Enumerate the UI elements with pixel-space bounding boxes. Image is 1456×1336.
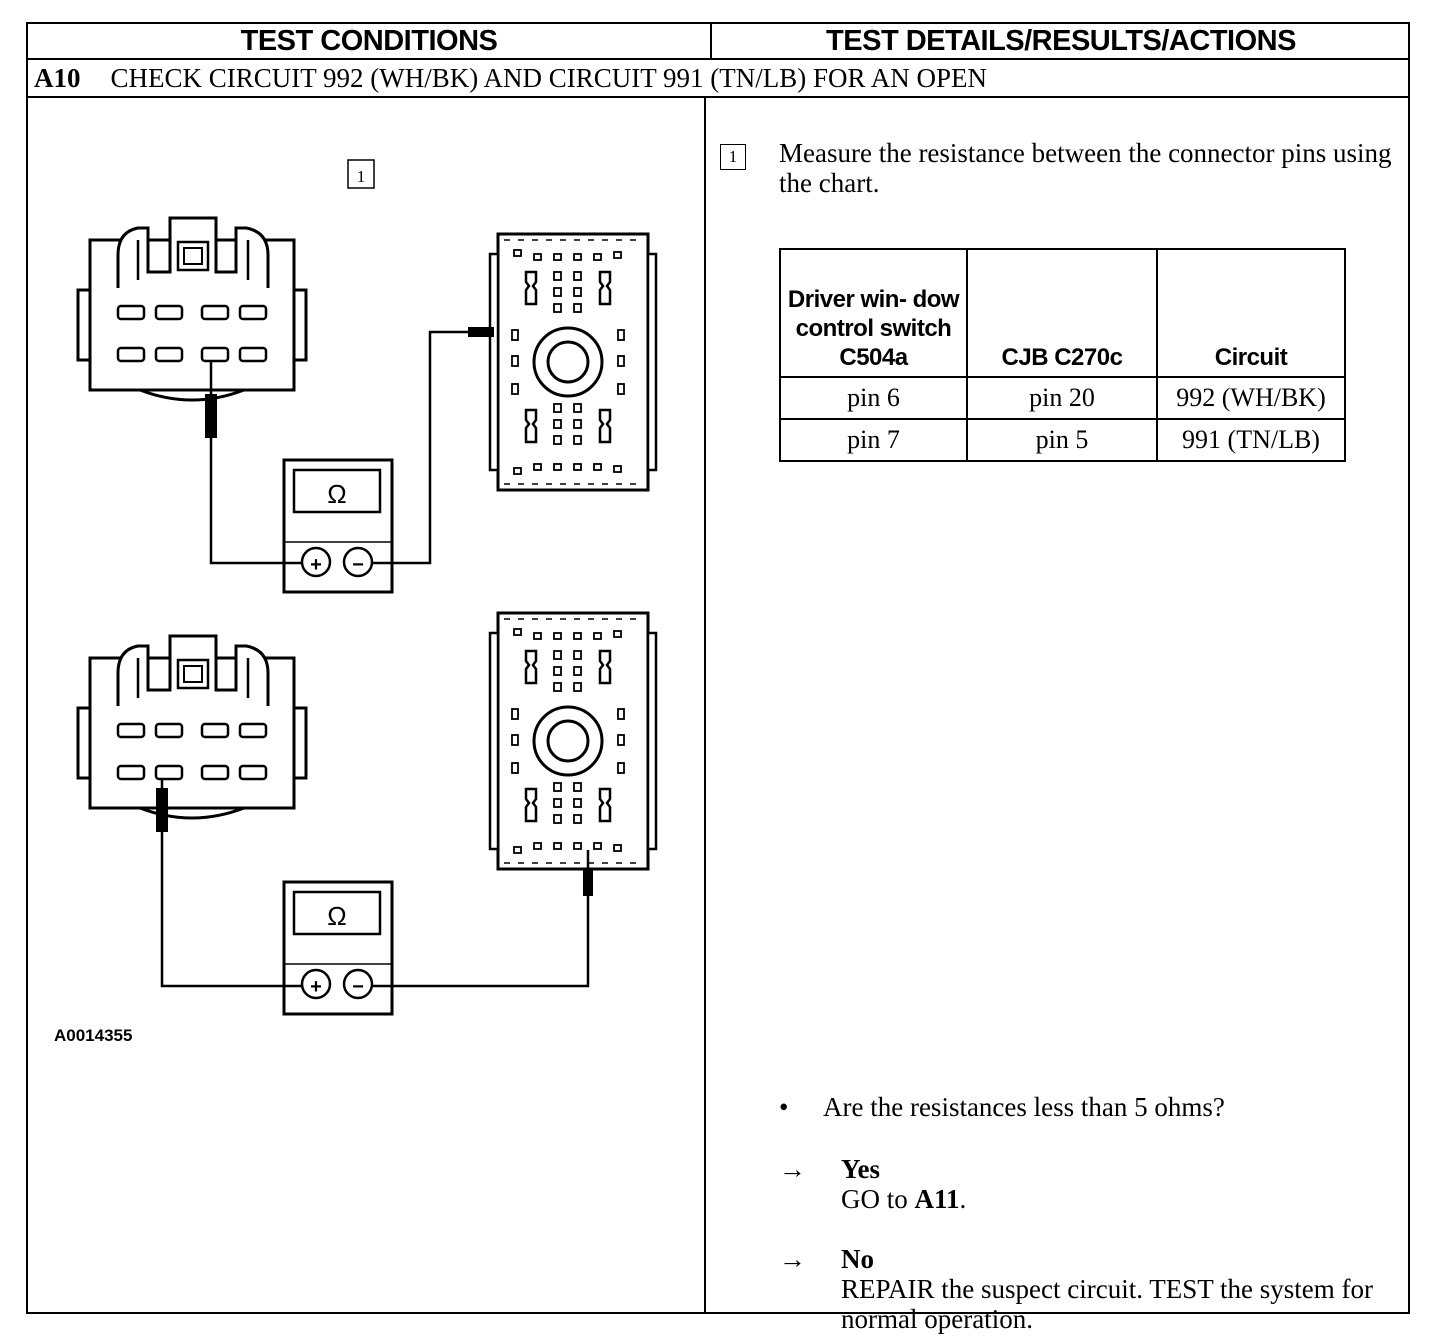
- step-id: A10: [34, 63, 81, 93]
- step-title: CHECK CIRCUIT 992 (WH/BK) AND CIRCUIT 99…: [110, 63, 988, 93]
- probe-tip: [583, 868, 593, 896]
- plus-terminal: +: [310, 976, 322, 998]
- table-cell: pin 6: [779, 376, 968, 420]
- ohm-symbol: Ω: [327, 479, 346, 509]
- header-test-details: TEST DETAILS/RESULTS/ACTIONS: [826, 25, 1296, 57]
- rule-line: [28, 58, 1408, 60]
- test-details-column: 1 Measure the resistance between the con…: [706, 98, 1410, 1334]
- column-divider: [704, 98, 706, 1314]
- result-question: • Are the resistances less than 5 ohms?: [779, 1092, 1225, 1123]
- table-cell: pin 7: [779, 418, 968, 462]
- column-header: Driver win- dow control switch C504a: [779, 248, 968, 378]
- step-title-row: A10 CHECK CIRCUIT 992 (WH/BK) AND CIRCUIT…: [34, 60, 987, 96]
- window-switch-connector: [76, 634, 308, 820]
- header-test-conditions: TEST CONDITIONS: [240, 25, 498, 57]
- figure-id: A0014355: [54, 1026, 132, 1045]
- ohm-symbol: Ω: [327, 901, 346, 931]
- column-header: CJB C270c: [966, 248, 1158, 378]
- wiring-illustration: 1 Ω + − Ω + − A0014355: [54, 159, 658, 1045]
- answer-label: Yes: [841, 1154, 880, 1184]
- cjb-connector: [488, 232, 658, 492]
- minus-terminal: −: [352, 554, 364, 576]
- question-text: Are the resistances less than 5 ohms?: [823, 1092, 1225, 1122]
- plus-terminal: +: [310, 554, 322, 576]
- probe-tip: [156, 788, 168, 832]
- pin-chart-table: Driver win- dow control switch C504a CJB…: [779, 248, 1346, 462]
- table-row: pin 7 pin 5 991 (TN/LB): [779, 418, 1346, 462]
- action-prefix: GO to: [841, 1184, 908, 1214]
- action-text: REPAIR the suspect circuit. TEST the sys…: [841, 1274, 1373, 1334]
- arrow-icon: →: [779, 1154, 806, 1184]
- test-step-frame: TEST CONDITIONS TEST DETAILS/RESULTS/ACT…: [26, 22, 1410, 1334]
- step-marker-box: 1: [720, 144, 746, 170]
- header-divider: [710, 24, 712, 58]
- column-header: Circuit: [1156, 248, 1346, 378]
- step-marker-label: 1: [357, 167, 366, 186]
- table-cell: pin 20: [966, 376, 1158, 420]
- table-cell: 991 (TN/LB): [1156, 418, 1346, 462]
- probe-tip: [468, 327, 494, 337]
- cjb-connector: [488, 611, 658, 871]
- window-switch-connector: [76, 216, 308, 402]
- table-header-row: Driver win- dow control switch C504a CJB…: [779, 248, 1346, 378]
- minus-terminal: −: [352, 976, 364, 998]
- action-suffix: .: [959, 1184, 967, 1214]
- table-row: pin 6 pin 20 992 (WH/BK): [779, 376, 1346, 420]
- rule-line: [28, 96, 1408, 98]
- answer-label: No: [841, 1244, 874, 1274]
- step-marker-box: [347, 159, 375, 189]
- table-cell: 992 (WH/BK): [1156, 376, 1346, 420]
- probe-tip: [205, 394, 217, 438]
- bullet: •: [779, 1092, 789, 1122]
- table-cell: pin 5: [966, 418, 1158, 462]
- goto-link[interactable]: A11: [914, 1184, 960, 1214]
- instruction-text: Measure the resistance between the conne…: [779, 138, 1392, 198]
- arrow-icon: →: [779, 1244, 806, 1274]
